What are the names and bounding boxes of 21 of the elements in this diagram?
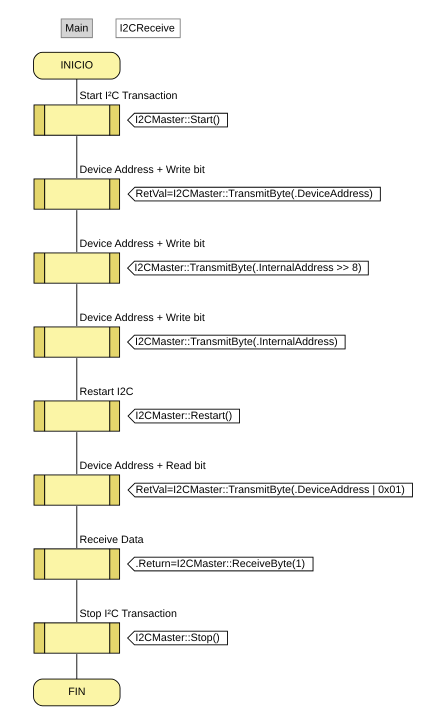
node-label: Device Address + Write bit — [79, 238, 205, 250]
connector — [76, 506, 78, 548]
node-label: Device Address + Write bit — [79, 312, 205, 324]
connector — [76, 136, 78, 178]
connector — [76, 210, 78, 252]
node-box: INICIO — [33, 52, 120, 80]
node-label: Device Address + Read bit — [79, 460, 206, 472]
node-box: FIN — [33, 678, 120, 706]
node-label: Restart I2C — [79, 386, 134, 398]
node-label: Receive Data — [79, 534, 144, 546]
connector — [76, 580, 78, 622]
label: I2CReceive — [120, 22, 175, 34]
connector — [76, 358, 78, 400]
node-label: Device Address + Write bit — [79, 164, 205, 176]
node-label: Start I²C Transaction — [79, 90, 178, 102]
label: Main — [65, 22, 88, 34]
node-label: Stop I²C Transaction — [79, 608, 177, 620]
connector — [76, 432, 78, 474]
connector — [76, 284, 78, 326]
connector — [76, 78, 78, 104]
connector — [76, 654, 78, 680]
